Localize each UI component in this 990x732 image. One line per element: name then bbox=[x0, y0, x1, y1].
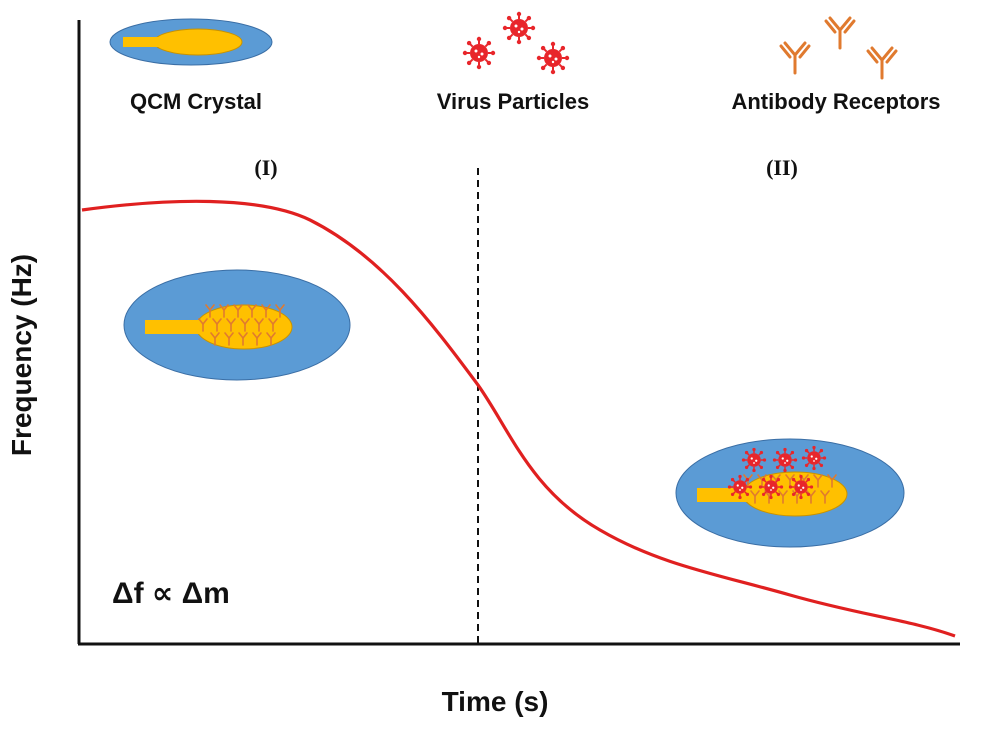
crystal-with-antibodies bbox=[123, 269, 351, 381]
frequency-curve bbox=[81, 199, 956, 638]
antibody-receptors-icon bbox=[779, 16, 898, 80]
antibody-receptors-label: Antibody Receptors bbox=[731, 89, 941, 114]
phase-one-label: (I) bbox=[254, 155, 278, 180]
virus-particles-label: Virus Particles bbox=[436, 89, 590, 114]
x-axis-label: Time (s) bbox=[441, 686, 549, 717]
crystal-with-viruses bbox=[675, 438, 905, 548]
mass-frequency-equation: Δf ∝ Δm bbox=[112, 577, 230, 610]
qcm-crystal-icon bbox=[109, 18, 273, 66]
phase-two-label: (II) bbox=[766, 155, 798, 180]
virus-particles-icon bbox=[461, 10, 571, 76]
qcm-crystal-label: QCM Crystal bbox=[129, 89, 263, 114]
y-axis-label: Frequency (Hz) bbox=[6, 253, 37, 457]
